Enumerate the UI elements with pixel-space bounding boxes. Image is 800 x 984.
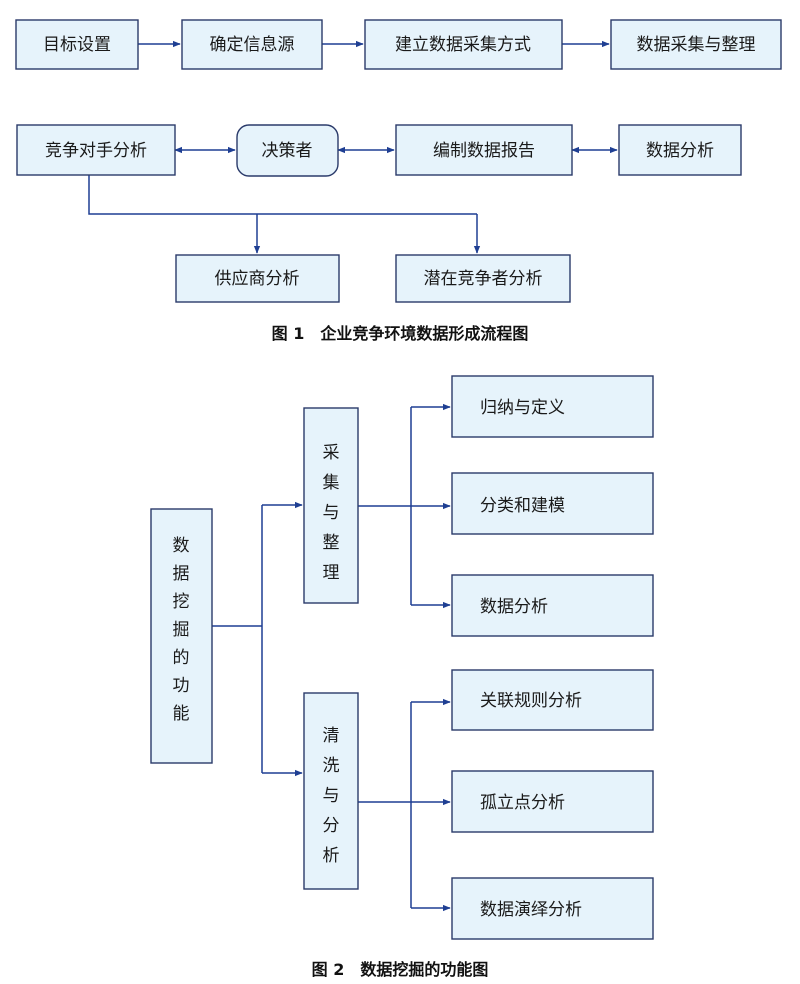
node-goal-setting: 目标设置 [15, 19, 139, 70]
node-potential-competitor-label: 潜在竞争者分析 [424, 269, 543, 289]
node-induction: 归纳与定义 [451, 375, 654, 438]
node-root-label: 数据挖掘的功能 [173, 536, 190, 724]
node-decision-maker: 决策者 [236, 124, 339, 177]
figure2: 数据挖掘的功能 采集与整理 清洗与分析 归纳与定义 分类和建模 数据分析 关联规… [150, 375, 654, 979]
node-root: 数据挖掘的功能 [150, 508, 213, 764]
node-classification: 分类和建模 [451, 472, 654, 535]
node-data-analysis-2: 数据分析 [451, 574, 654, 637]
edge-competitor-branch [88, 175, 477, 215]
node-report: 编制数据报告 [395, 124, 573, 176]
node-decision-maker-label: 决策者 [262, 141, 313, 161]
figure2-edges [212, 403, 451, 912]
node-induction-label: 归纳与定义 [480, 398, 565, 418]
figure2-caption: 图 2 数据挖掘的功能图 [312, 960, 489, 979]
node-collection-method-label: 建立数据采集方式 [395, 35, 531, 55]
node-outlier-label: 孤立点分析 [480, 793, 565, 813]
node-classification-label: 分类和建模 [480, 496, 565, 516]
node-goal-setting-label: 目标设置 [43, 35, 111, 55]
node-association: 关联规则分析 [451, 669, 654, 731]
node-clean-label: 清洗与分析 [323, 726, 340, 866]
node-data-analysis-1-label: 数据分析 [646, 141, 714, 161]
node-supplier-analysis-label: 供应商分析 [215, 269, 300, 289]
node-outlier: 孤立点分析 [451, 770, 654, 833]
node-supplier-analysis: 供应商分析 [175, 254, 340, 303]
node-deduction: 数据演绎分析 [451, 877, 654, 940]
node-info-source: 确定信息源 [181, 19, 323, 70]
node-collect: 采集与整理 [303, 407, 359, 604]
node-clean: 清洗与分析 [303, 692, 359, 890]
node-collect-organize: 数据采集与整理 [610, 19, 782, 70]
node-collection-method: 建立数据采集方式 [364, 19, 563, 70]
node-info-source-label: 确定信息源 [210, 35, 295, 55]
node-data-analysis-2-label: 数据分析 [480, 597, 548, 617]
node-competitor-analysis: 竞争对手分析 [16, 124, 176, 176]
figure1: 目标设置 确定信息源 建立数据采集方式 数据采集与整理 竞争对手分析 决策者 编… [15, 19, 782, 343]
node-data-analysis-1: 数据分析 [618, 124, 742, 176]
node-potential-competitor: 潜在竞争者分析 [395, 254, 571, 303]
node-collect-organize-label: 数据采集与整理 [637, 35, 756, 55]
node-deduction-label: 数据演绎分析 [480, 900, 582, 920]
figure1-edges [88, 40, 618, 254]
node-association-label: 关联规则分析 [480, 691, 582, 711]
node-competitor-analysis-label: 竞争对手分析 [45, 141, 147, 161]
node-collect-label: 采集与整理 [323, 443, 340, 583]
node-report-label: 编制数据报告 [433, 141, 535, 161]
figure1-caption: 图 1 企业竞争环境数据形成流程图 [272, 324, 529, 343]
